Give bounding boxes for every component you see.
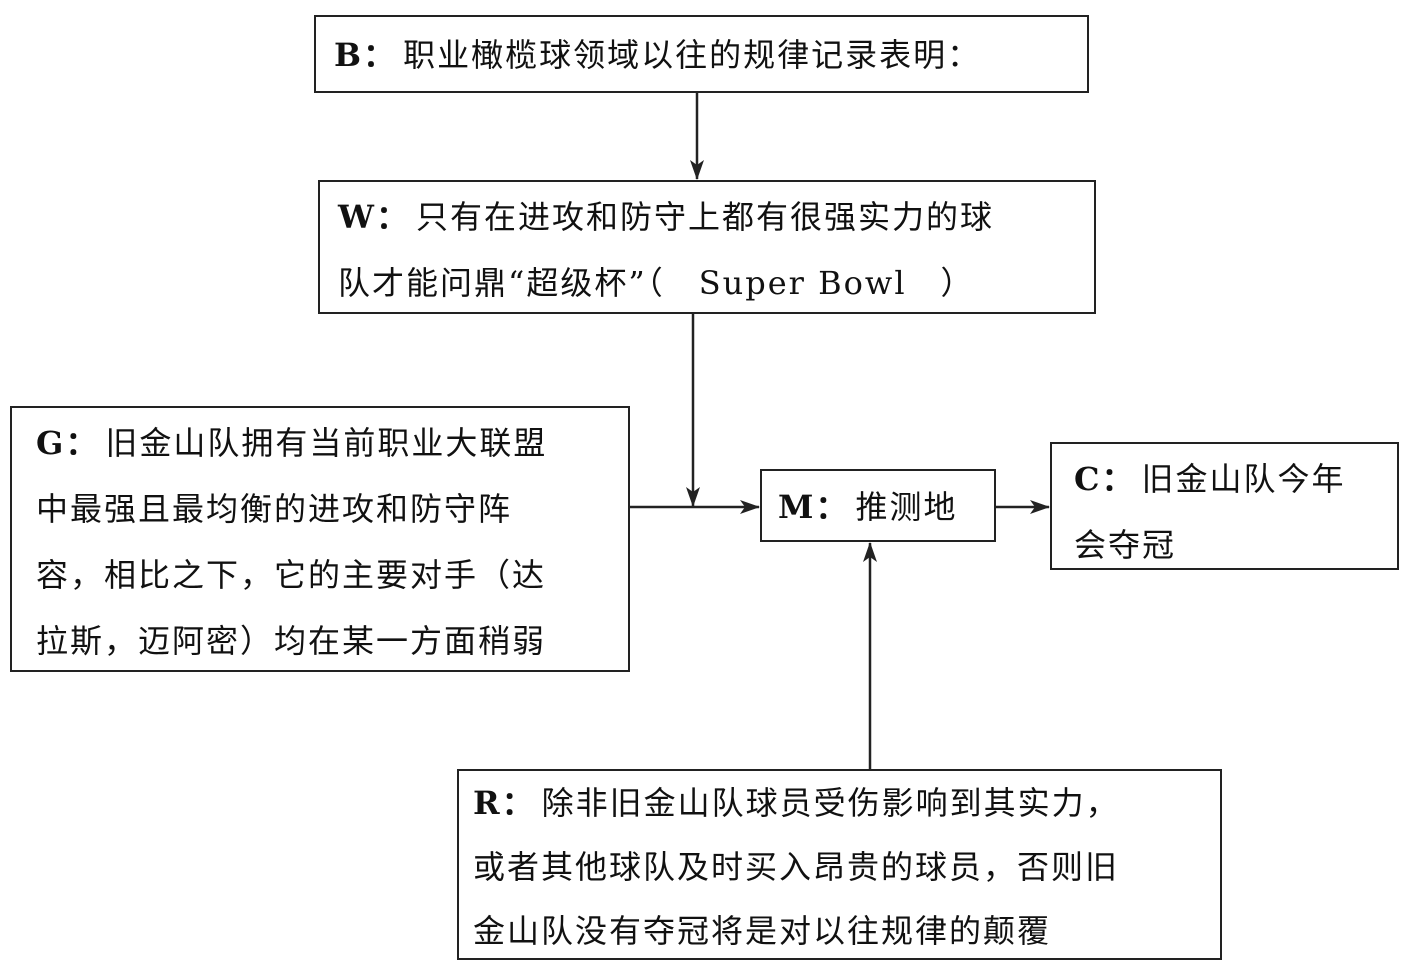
node-m-modality: M：推测地 xyxy=(760,469,996,542)
node-w-warrant: W：只有在进攻和防守上都有很强实力的球 队才能问鼎“超级杯”（ Super Bo… xyxy=(318,180,1096,314)
node-r-label: R xyxy=(473,784,502,822)
node-g-text-3: 容，相比之下，它的主要对手（达 xyxy=(36,556,547,594)
node-b-line-1: B：职业橄榄球领域以往的规律记录表明： xyxy=(334,22,1069,88)
node-c-line-1: C：旧金山队今年 xyxy=(1074,446,1379,512)
node-r-text-3: 金山队没有夺冠将是对以往规律的颠覆 xyxy=(473,912,1052,950)
node-m-label: M xyxy=(778,488,816,526)
node-r-text-2: 或者其他球队及时买入昂贵的球员，否则旧 xyxy=(473,848,1120,886)
node-w-line-1: W：只有在进攻和防守上都有很强实力的球 xyxy=(338,184,1076,250)
node-g-label: G xyxy=(36,424,66,462)
node-r-colon: ： xyxy=(501,784,536,822)
node-w-label: W xyxy=(338,198,376,236)
node-r-rebuttal: R：除非旧金山队球员受伤影响到其实力， 或者其他球队及时买入昂贵的球员，否则旧 … xyxy=(457,769,1222,960)
node-b-colon: ： xyxy=(363,36,398,74)
node-m-text-1: 推测地 xyxy=(855,488,958,526)
node-g-text-1: 旧金山队拥有当前职业大联盟 xyxy=(105,424,548,462)
node-g-text-2: 中最强且最均衡的进攻和防守阵 xyxy=(36,490,513,528)
node-r-text-1: 除非旧金山队球员受伤影响到其实力， xyxy=(541,784,1120,822)
node-w-text-1: 只有在进攻和防守上都有很强实力的球 xyxy=(415,198,994,236)
node-b-backing: B：职业橄榄球领域以往的规律记录表明： xyxy=(314,15,1089,93)
node-w-colon: ： xyxy=(375,198,410,236)
node-g-grounds: G：旧金山队拥有当前职业大联盟 中最强且最均衡的进攻和防守阵 容，相比之下，它的… xyxy=(10,406,630,672)
node-g-line-1: G：旧金山队拥有当前职业大联盟 xyxy=(36,410,610,476)
node-w-text-2: 队才能问鼎“超级杯”（ Super Bowl ） xyxy=(338,264,975,302)
node-c-text-2: 会夺冠 xyxy=(1074,526,1177,564)
node-b-text-1: 职业橄榄球领域以往的规律记录表明： xyxy=(403,36,982,74)
node-c-label: C xyxy=(1074,460,1102,498)
node-c-text-1: 旧金山队今年 xyxy=(1141,460,1346,498)
node-m-line-1: M：推测地 xyxy=(778,474,976,540)
node-g-colon: ： xyxy=(65,424,100,462)
node-c-claim: C：旧金山队今年 会夺冠 xyxy=(1050,442,1399,570)
node-r-line-1: R：除非旧金山队球员受伤影响到其实力， xyxy=(473,771,1202,835)
node-b-label: B xyxy=(334,36,364,74)
node-c-colon: ： xyxy=(1101,460,1136,498)
node-m-colon: ： xyxy=(815,488,850,526)
node-g-text-4: 拉斯，迈阿密）均在某一方面稍弱 xyxy=(36,622,547,660)
